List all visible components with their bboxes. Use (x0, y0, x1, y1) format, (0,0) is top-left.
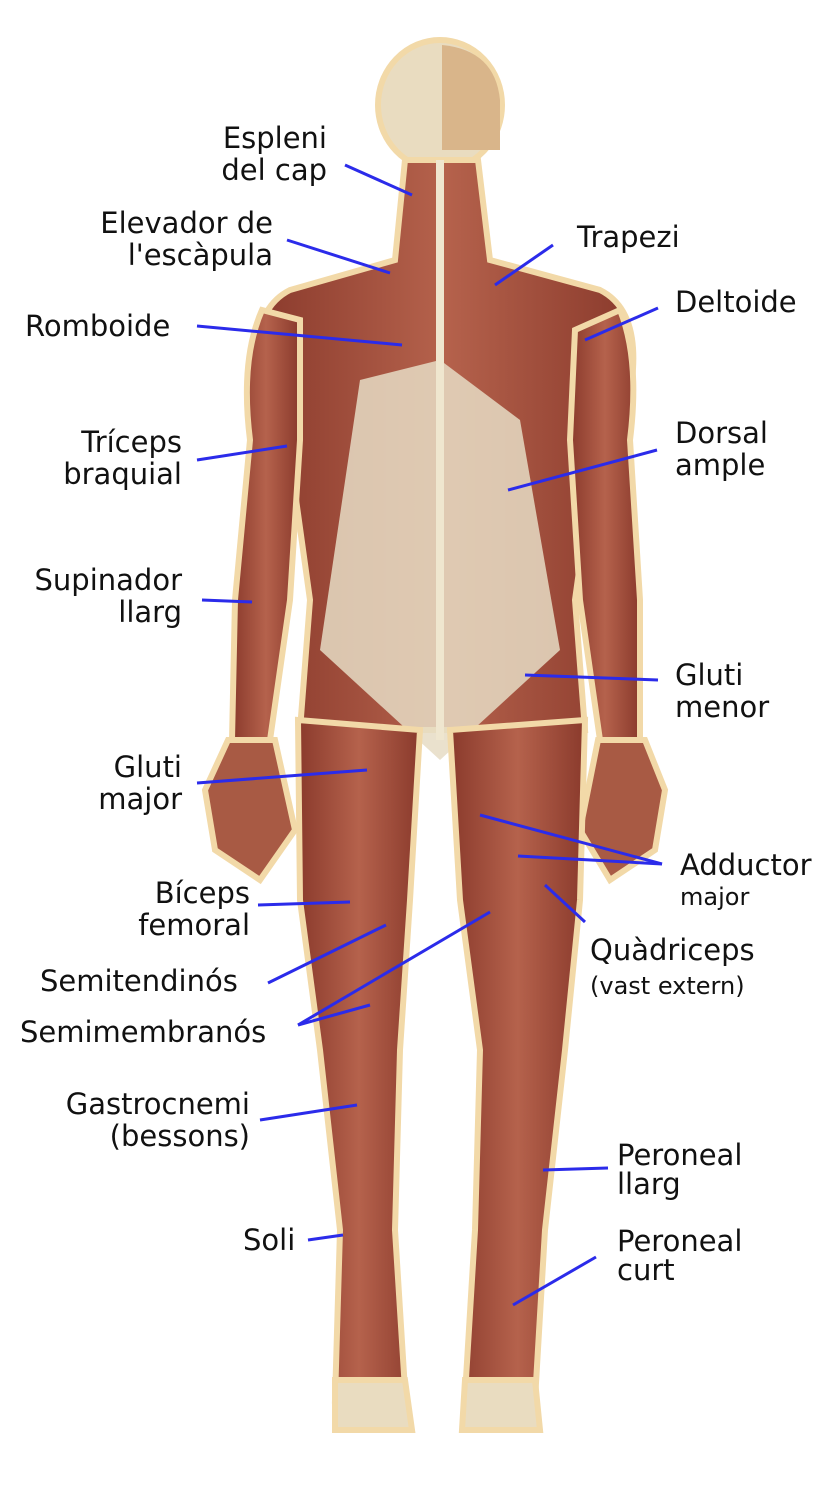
line-soli (307, 1233, 344, 1242)
line-triceps (196, 444, 288, 462)
label-line: Peroneal (617, 1224, 743, 1258)
line-trapezi (494, 243, 554, 287)
label-line: llarg (617, 1167, 681, 1201)
line-gluti-major (196, 768, 368, 785)
label-semimembranos: Semimembranós (20, 1016, 266, 1048)
label-line: Peroneal (617, 1138, 743, 1172)
line-peroneal-curt (512, 1255, 597, 1307)
line-semimembranos-1 (297, 910, 491, 1027)
label-line: Semitendinós (40, 964, 238, 998)
label-line: del cap (221, 153, 327, 187)
label-line: ample (675, 448, 766, 482)
leader-lines (196, 163, 663, 1307)
label-line: Gastrocnemi (65, 1087, 250, 1121)
label-romboide: Romboide (25, 310, 170, 342)
label-line: Bíceps (154, 876, 250, 910)
line-gastrocnemi (259, 1103, 358, 1122)
line-semimembranos-2 (297, 1003, 371, 1027)
label-line: Dorsal (675, 416, 768, 450)
brain (442, 45, 500, 150)
label-line: Gluti (113, 750, 182, 784)
line-adductor-1 (479, 813, 663, 866)
label-semitendinos: Semitendinós (40, 965, 238, 997)
label-line: llarg (118, 595, 182, 629)
line-biceps (257, 900, 351, 907)
label-line: Quàdriceps (590, 933, 755, 967)
label-line: braquial (63, 457, 182, 491)
label-line: Trapezi (577, 220, 680, 254)
line-supinador (201, 598, 253, 604)
line-dorsal (507, 448, 658, 492)
label-line: Adductor (680, 848, 812, 882)
line-peroneal-llarg (542, 1166, 609, 1172)
line-gluti-menor (524, 673, 659, 682)
line-espleni (344, 163, 413, 197)
label-line: Elevador de (100, 206, 273, 240)
label-line: femoral (138, 908, 250, 942)
label-line: (vast extern) (590, 972, 745, 1000)
label-line: Gluti (675, 658, 744, 692)
label-line: Deltoide (675, 285, 797, 319)
right-foot (458, 1377, 544, 1433)
line-deltoide (584, 306, 659, 342)
right-leg (446, 716, 589, 1404)
label-line: l'escàpula (127, 238, 273, 272)
line-adductor-2 (517, 854, 663, 866)
label-deltoide: Deltoide (675, 286, 797, 318)
label-line: major (98, 782, 182, 816)
label-quadriceps: Quàdriceps (vast extern) (590, 934, 755, 1002)
label-line: Romboide (25, 309, 171, 343)
left-hand (201, 737, 299, 885)
line-quadriceps (543, 883, 587, 924)
label-line: Supinador (34, 563, 182, 597)
right-arm (566, 305, 643, 743)
line-elevador (286, 238, 391, 275)
line-romboide (196, 324, 403, 347)
label-line: curt (617, 1253, 675, 1287)
label-line: Espleni (222, 121, 327, 155)
label-line: Semimembranós (20, 1015, 267, 1049)
line-semitendinos (267, 923, 387, 985)
label-line: Soli (243, 1223, 296, 1257)
label-line: Tríceps (81, 425, 182, 459)
label-gastrocnemi: Gastrocnemi(bessons) (40, 1088, 250, 1152)
label-line: (bessons) (109, 1119, 250, 1153)
left-foot (332, 1377, 416, 1433)
left-arm (228, 306, 303, 743)
label-line: menor (675, 690, 770, 724)
label-soli: Soli (243, 1224, 295, 1256)
label-trapezi: Trapezi (577, 221, 680, 253)
left-leg (294, 716, 424, 1404)
label-line: major (680, 883, 750, 911)
